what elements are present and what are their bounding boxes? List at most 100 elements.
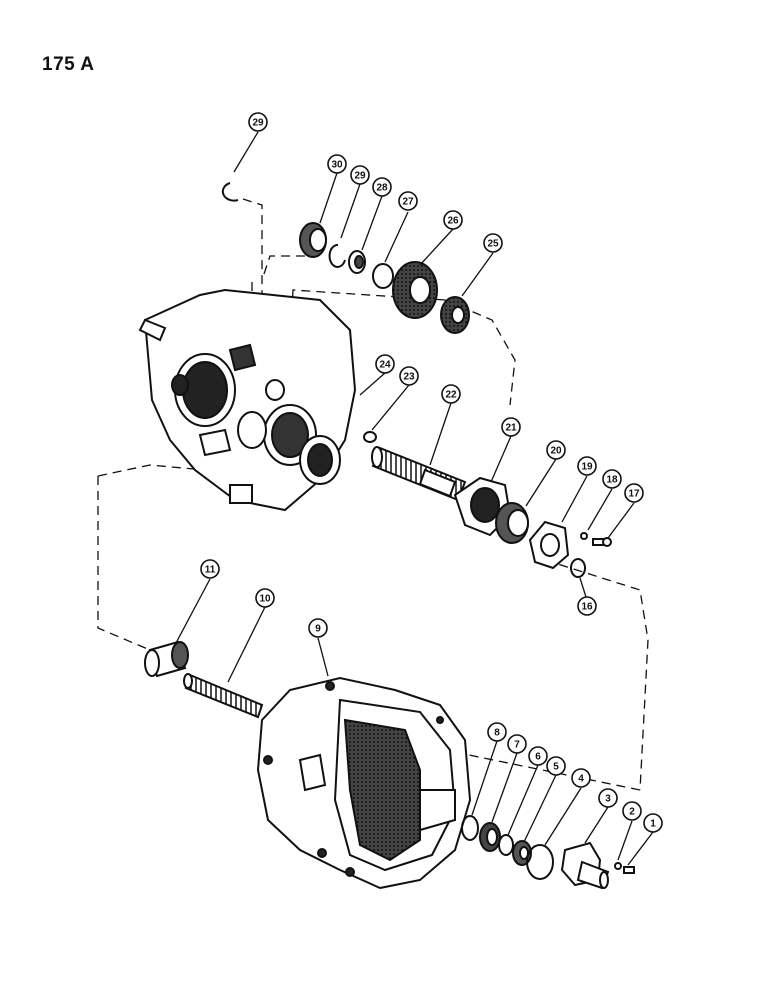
callout-label: 11: [205, 565, 216, 576]
bushing-23: [363, 431, 377, 443]
callout-16: 16: [577, 596, 597, 616]
callout-label: 1: [650, 819, 656, 830]
callout-27: 27: [398, 191, 418, 211]
callout-28: 28: [372, 177, 392, 197]
callout-circle: [546, 440, 566, 460]
callout-24: 24: [375, 354, 395, 374]
callout-label: 6: [535, 752, 541, 763]
callout-circle: [255, 588, 275, 608]
leader-lines: [175, 131, 654, 866]
gasket-19: [528, 520, 570, 570]
callout-circle: [399, 366, 419, 386]
callout-1: 1: [643, 813, 663, 833]
callout-label: 10: [259, 594, 271, 605]
callout-label: 17: [628, 489, 640, 500]
shaft-10: [183, 673, 264, 719]
callout-18: 18: [602, 469, 622, 489]
callout-19: 19: [577, 456, 597, 476]
callout-9: 9: [308, 618, 328, 638]
callout-23: 23: [399, 366, 419, 386]
callout-circle: [327, 154, 347, 174]
callout-17: 17: [624, 483, 644, 503]
callout-circle: [577, 456, 597, 476]
bolt-17: [592, 537, 612, 547]
callout-29: 29: [350, 165, 370, 185]
callout-label: 27: [402, 197, 414, 208]
coupler-11: [144, 640, 189, 678]
callout-7: 7: [507, 734, 527, 754]
callout-circle: [441, 384, 461, 404]
bearing-20: [495, 502, 529, 544]
upper-housing-24: [138, 288, 357, 512]
callout-5: 5: [546, 756, 566, 776]
callout-circle: [577, 596, 597, 616]
callout-2: 2: [622, 801, 642, 821]
callout-circle: [350, 165, 370, 185]
callout-25: 25: [483, 233, 503, 253]
callout-8: 8: [487, 722, 507, 742]
callout-20: 20: [546, 440, 566, 460]
callout-label: 4: [578, 774, 584, 785]
callout-circle: [483, 233, 503, 253]
callout-circle: [487, 722, 507, 742]
callout-label: 2: [629, 807, 635, 818]
callout-label: 9: [315, 624, 321, 635]
callout-label: 20: [550, 446, 562, 457]
snap-ring-29-top: [221, 182, 239, 202]
callout-circle: [602, 469, 622, 489]
callout-label: 29: [354, 171, 366, 182]
callout-circle: [624, 483, 644, 503]
callout-29: 29: [248, 112, 268, 132]
callout-6: 6: [528, 746, 548, 766]
callout-circle: [200, 559, 220, 579]
callout-label: 25: [487, 239, 499, 250]
callout-circle: [398, 191, 418, 211]
page-number: 175 A: [42, 54, 95, 75]
callout-label: 3: [605, 794, 611, 805]
callout-label: 22: [445, 390, 457, 401]
callout-circle: [372, 177, 392, 197]
callout-label: 30: [331, 160, 343, 171]
callout-label: 21: [505, 423, 517, 434]
callout-label: 5: [553, 762, 559, 773]
callout-circle: [308, 618, 328, 638]
callout-26: 26: [443, 210, 463, 230]
callout-circle: [443, 210, 463, 230]
gear-train-upper: [299, 222, 470, 334]
callout-circle: [507, 734, 527, 754]
callout-group: 2930292827262524232221201918171611109876…: [200, 112, 663, 833]
callout-11: 11: [200, 559, 220, 579]
callout-circle: [571, 768, 591, 788]
callout-label: 24: [379, 360, 391, 371]
snap-ring-16: [570, 558, 586, 578]
callout-21: 21: [501, 417, 521, 437]
callout-label: 26: [447, 216, 459, 227]
shaft-22: [371, 446, 467, 502]
callout-label: 23: [403, 372, 415, 383]
washer-18: [580, 532, 588, 540]
callout-label: 16: [581, 602, 593, 613]
callout-circle: [528, 746, 548, 766]
callout-label: 8: [494, 728, 500, 739]
bell-housing-9: [256, 676, 472, 890]
callout-label: 19: [581, 462, 593, 473]
callout-4: 4: [571, 768, 591, 788]
callout-circle: [643, 813, 663, 833]
callout-circle: [622, 801, 642, 821]
callout-label: 18: [606, 475, 618, 486]
callout-circle: [375, 354, 395, 374]
callout-circle: [598, 788, 618, 808]
callout-label: 28: [376, 183, 388, 194]
callout-30: 30: [327, 154, 347, 174]
callout-circle: [546, 756, 566, 776]
callout-22: 22: [441, 384, 461, 404]
seal-stack-lower: [461, 815, 635, 890]
callout-circle: [501, 417, 521, 437]
callout-10: 10: [255, 588, 275, 608]
callout-3: 3: [598, 788, 618, 808]
callout-circle: [248, 112, 268, 132]
callout-label: 7: [514, 740, 520, 751]
callout-label: 29: [252, 118, 264, 129]
